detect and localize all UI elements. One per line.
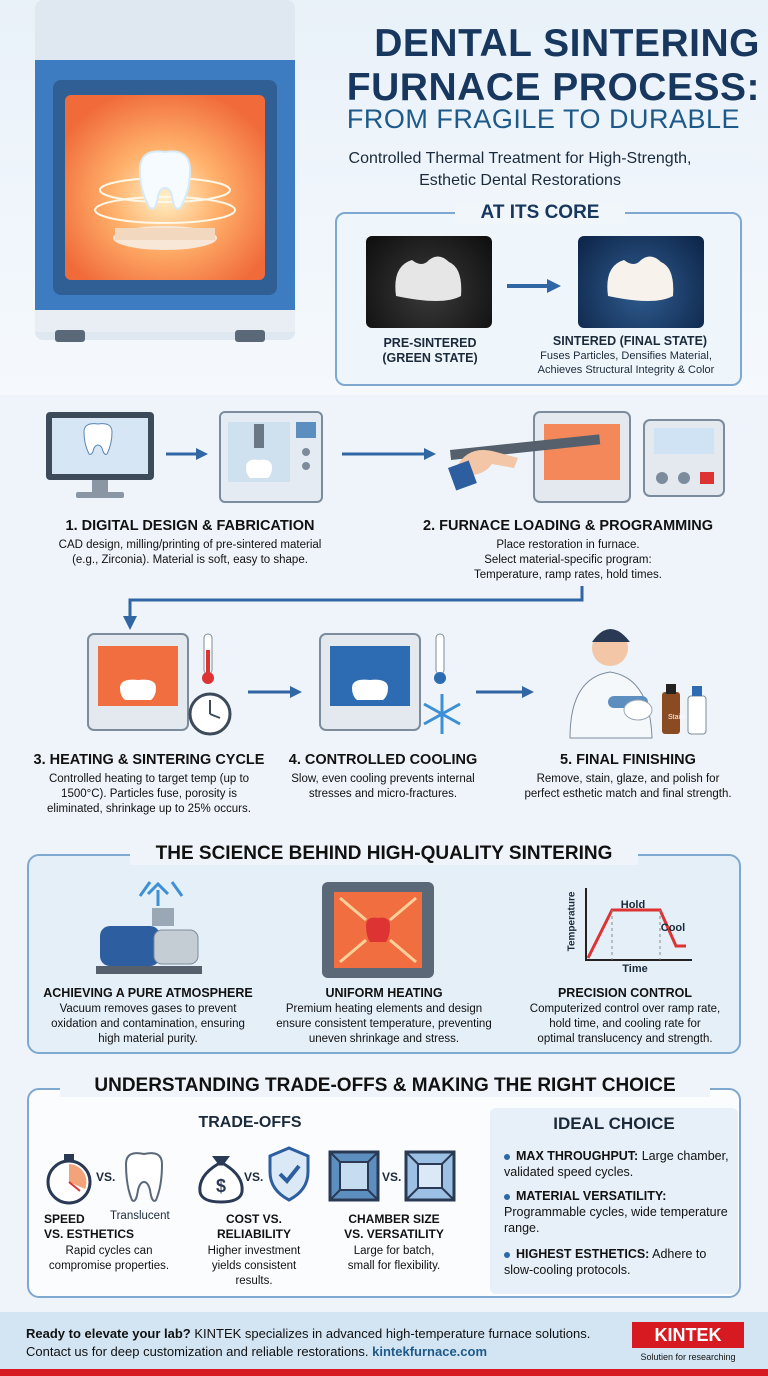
- brand-tagline: Solutien for researching: [640, 1352, 736, 1362]
- graph-y-label: Temperature: [566, 891, 578, 952]
- tradeoff-2-title: COST VS. RELIABILITY: [217, 1212, 291, 1241]
- graph-x-label: Time: [622, 963, 648, 975]
- furnace-loading-icon: [448, 411, 725, 503]
- step-5-desc: Remove, stain, glaze, and polish for per…: [524, 773, 732, 800]
- footer-red-bar: [0, 1369, 768, 1376]
- small-chamber-icon: [404, 1150, 456, 1202]
- vs-1: VS.: [96, 1170, 116, 1184]
- furnace-illustration: [35, 0, 295, 342]
- step-2-desc: Place restoration in furnace. Select mat…: [474, 539, 662, 581]
- science-1-title: ACHIEVING A PURE ATMOSPHERE: [43, 986, 253, 1000]
- flow-connector-icon: [123, 586, 584, 630]
- step-arrow-3-icon: [248, 686, 302, 698]
- bottle-label: Stain: [668, 714, 684, 721]
- bullet-icon: [504, 1153, 510, 1160]
- vs-2: VS.: [244, 1170, 264, 1184]
- footer-line-1: Ready to elevate your lab? KINTEK specia…: [26, 1326, 591, 1341]
- ideal-choice-panel: [490, 1108, 738, 1294]
- title-line-1: DENTAL SINTERING: [374, 22, 760, 65]
- step-3-desc: Controlled heating to target temp (up to…: [47, 773, 251, 815]
- large-chamber-icon: [328, 1150, 380, 1202]
- title-line-2: FURNACE PROCESS:: [346, 66, 760, 109]
- step-2-title: 2. FURNACE LOADING & PROGRAMMING: [423, 518, 713, 534]
- science-1-desc: Vacuum removes gases to prevent oxidatio…: [51, 1003, 245, 1045]
- tradeoffs-title: UNDERSTANDING TRADE-OFFS & MAKING THE RI…: [60, 1075, 710, 1097]
- graph-hold-label: Hold: [620, 899, 646, 911]
- vs-3: VS.: [382, 1170, 402, 1184]
- shield-check-icon: [268, 1146, 310, 1202]
- subtitle: Controlled Thermal Treatment for High-St…: [348, 150, 692, 189]
- graph-cool-label: Cool: [660, 922, 686, 934]
- pre-sintered-photo: [366, 236, 492, 328]
- bullet-icon: [504, 1193, 510, 1200]
- science-2-title: UNIFORM HEATING: [325, 986, 443, 1000]
- ideal-item-2: MATERIAL VERSATILITY: Programmable cycle…: [504, 1189, 728, 1235]
- tradeoff-2-desc: Higher investment yields consistent resu…: [207, 1245, 301, 1287]
- kintek-logo: KINTEK: [632, 1322, 744, 1348]
- technician-icon: [569, 629, 707, 739]
- ideal-item-1: MAX THROUGHPUT: Large chamber, validated…: [504, 1149, 729, 1179]
- science-3-desc: Computerized control over ramp rate, hol…: [529, 1003, 721, 1045]
- tradeoff-1-desc: Rapid cycles can compromise properties.: [48, 1245, 170, 1272]
- step-4-title: 4. CONTROLLED COOLING: [288, 752, 478, 768]
- tradeoff-3-desc: Large for batch, small for flexibility.: [347, 1245, 441, 1272]
- science-3-title: PRECISION CONTROL: [557, 986, 693, 1000]
- cooling-furnace-icon: [319, 633, 461, 734]
- core-title: AT ITS CORE: [455, 202, 625, 224]
- step-arrow-2-icon: [342, 448, 436, 460]
- translucent-label: Translucent: [110, 1210, 170, 1222]
- core-arrow-icon: [507, 279, 561, 293]
- tradeoff-1-title: SPEED: [44, 1212, 85, 1226]
- step-1-title: 1. DIGITAL DESIGN & FABRICATION: [65, 518, 315, 534]
- vacuum-pump-icon: [96, 881, 202, 974]
- step-1-desc: CAD design, milling/printing of pre-sint…: [58, 539, 322, 566]
- ideal-choice-title: IDEAL CHOICE: [553, 1114, 675, 1133]
- tooth-icon: [124, 1152, 164, 1202]
- title-line-3: FROM FRAGILE TO DURABLE: [346, 104, 740, 134]
- computer-design-icon: [46, 412, 154, 498]
- step-4-desc: Slow, even cooling prevents internal str…: [291, 773, 475, 800]
- ideal-item-3: HIGHEST ESTHETICS: Adhere to slow-coolin…: [504, 1247, 707, 1277]
- heating-chamber-icon: [322, 882, 434, 978]
- step-5-title: 5. FINAL FINISHING: [560, 752, 696, 768]
- bullet-icon: [504, 1251, 510, 1258]
- footer-line-2: Contact us for deep customization and re…: [26, 1344, 488, 1359]
- tradeoff-3-title: CHAMBER SIZE VS. VERSATILITY: [344, 1212, 444, 1241]
- step-arrow-1-icon: [166, 448, 208, 460]
- step-3-title: 3. HEATING & SINTERING CYCLE: [33, 752, 265, 768]
- tradeoff-1-title-2: VS. ESTHETICS: [44, 1227, 135, 1241]
- money-bag-icon: $: [198, 1156, 244, 1204]
- science-title: THE SCIENCE BEHIND HIGH-QUALITY SINTERIN…: [130, 843, 638, 865]
- stopwatch-icon: [46, 1154, 92, 1205]
- sintered-photo: [578, 236, 704, 328]
- science-2-desc: Premium heating elements and design ensu…: [276, 1003, 492, 1045]
- sintered-description: Fuses Particles, Densifies Material, Ach…: [537, 350, 715, 376]
- svg-text:$: $: [216, 1176, 226, 1196]
- sintered-label: SINTERED (FINAL STATE): [552, 334, 708, 348]
- tradeoffs-subtitle: TRADE-OFFS: [198, 1114, 302, 1131]
- pre-sintered-label: PRE-SINTERED (GREEN STATE): [382, 336, 478, 365]
- milling-machine-icon: [219, 411, 323, 503]
- website-link[interactable]: kintekfurnace.com: [372, 1344, 488, 1359]
- heating-furnace-icon: [87, 633, 232, 736]
- precision-graph: [585, 888, 692, 961]
- step-arrow-4-icon: [476, 686, 534, 698]
